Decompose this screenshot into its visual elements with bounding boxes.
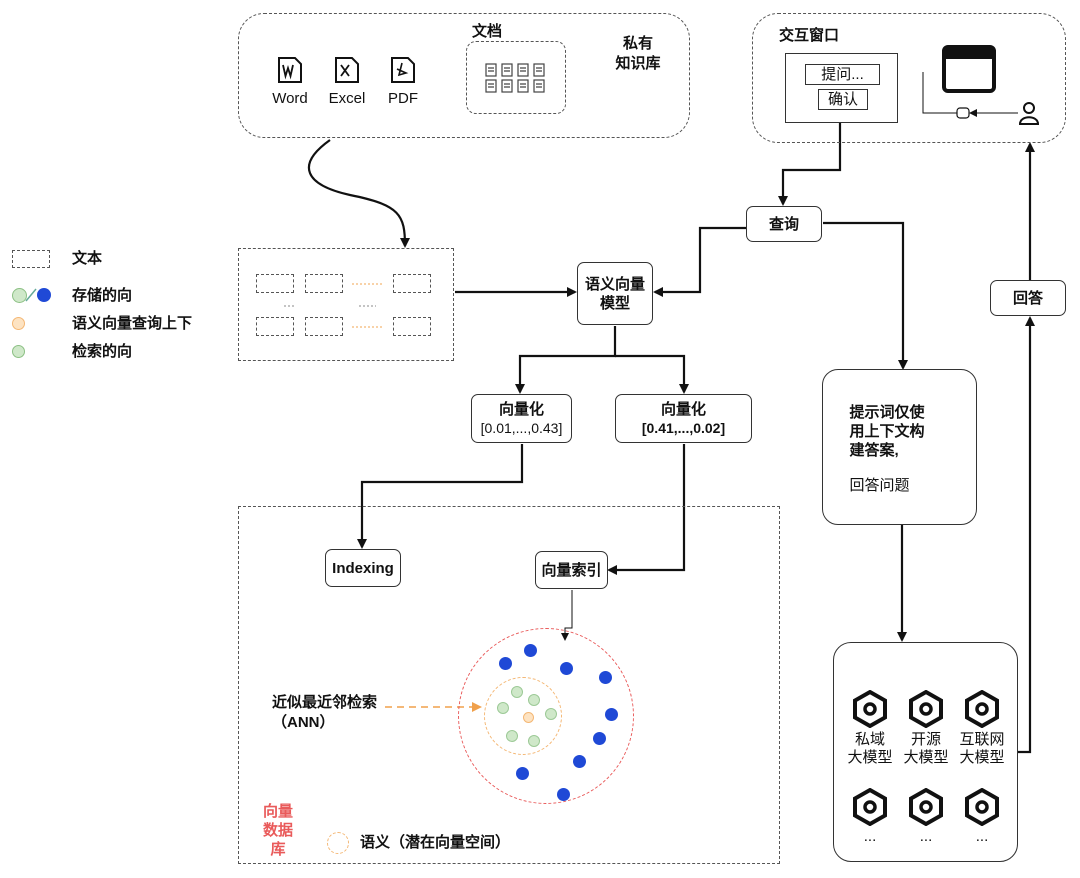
documents-icon <box>485 63 545 93</box>
text-chunk <box>256 274 294 293</box>
stored-vector-dot <box>557 788 570 801</box>
vectorization-title: 向量化 <box>660 400 706 418</box>
text-chunk <box>393 317 431 336</box>
ann-label: 近似最近邻检索 （ANN） <box>272 694 378 731</box>
prompt-sub-text: 回答问题 <box>849 477 910 494</box>
vectorization-title: 向量化 <box>498 400 544 418</box>
stored-vector-dot <box>560 662 573 675</box>
stored-vector-dot <box>524 644 537 657</box>
indexing-node: Indexing <box>325 549 401 587</box>
latent-space-circle <box>458 628 634 804</box>
vector-db-label: 向量 数据 库 <box>262 803 293 858</box>
text-chunk <box>393 274 431 293</box>
model-gear-icon <box>965 690 999 728</box>
prompt-main-text: 提示词仅使 用上下文构 建答案, <box>849 404 925 459</box>
interaction-form <box>785 53 898 123</box>
text-chunk <box>256 317 294 336</box>
model-more: ... <box>950 788 1014 846</box>
query-to-prompt-arrow <box>823 221 908 370</box>
legend-stored-swatch <box>12 287 52 303</box>
text-chunks-region <box>238 248 454 361</box>
legend-retrieved-label: 检索的向 <box>72 343 133 360</box>
legend-query-swatch <box>12 317 25 330</box>
model-to-vec-right-arrow <box>615 354 689 394</box>
model-label: 开源 大模型 <box>903 731 949 766</box>
prompt-box: 提示词仅使 用上下文构 建答案, 回答问题 <box>822 369 977 525</box>
stored-vector-dot <box>573 755 586 768</box>
retrieved-vector-dot <box>511 686 523 698</box>
model-more-label: ... <box>975 828 989 845</box>
stored-vector-dot <box>499 657 512 670</box>
docs-label: 文档 <box>472 23 503 40</box>
query-to-model-arrow <box>653 226 746 297</box>
retrieved-vector-dot <box>506 730 518 742</box>
legend-retrieved-swatch <box>12 345 25 358</box>
source-region <box>238 13 690 138</box>
excel-doc-icon <box>335 57 359 83</box>
file-type-label: Word <box>272 90 308 107</box>
file-type-label: PDF <box>388 90 418 107</box>
model-label: 私域 大模型 <box>847 731 893 766</box>
text-chunk <box>305 274 343 293</box>
semantic-space-label: 语义（潜在向量空间） <box>360 834 511 851</box>
model-open-source: 开源 大模型 <box>894 690 958 767</box>
docs-stack <box>466 41 566 114</box>
text-chunk <box>305 317 343 336</box>
pdf-doc-icon <box>391 57 415 83</box>
vector-db-region <box>238 506 780 864</box>
retrieved-vector-dot <box>497 702 509 714</box>
file-type-pdf: PDF <box>378 56 428 107</box>
answer-node: 回答 <box>990 280 1066 316</box>
semantic-space-swatch <box>327 832 349 854</box>
model-gear-icon <box>909 690 943 728</box>
semantic-vector-model: 语义向量 模型 <box>577 262 653 325</box>
confirm-button[interactable]: 确认 <box>818 89 868 110</box>
stored-vector-dot <box>599 671 612 684</box>
user-icon <box>1018 102 1040 125</box>
vectorization-values: [0.01,...,0.43] <box>480 419 563 436</box>
vectorization-left: 向量化 [0.01,...,0.43] <box>471 394 572 443</box>
model-private: 私域 大模型 <box>838 690 902 767</box>
stored-vector-dot <box>516 767 529 780</box>
model-gear-icon <box>853 690 887 728</box>
query-node: 查询 <box>746 206 822 242</box>
vectorization-values: [0.41,...,0.02] <box>641 419 726 436</box>
model-more: ... <box>838 788 902 846</box>
model-gear-icon <box>965 788 999 826</box>
stored-vector-dot <box>605 708 618 721</box>
legend-text-label: 文本 <box>72 250 103 267</box>
chunk-ellipsis-marks <box>284 283 382 328</box>
model-more: ... <box>894 788 958 846</box>
vector-index-node: 向量索引 <box>535 551 608 589</box>
legend-stored-label: 存储的向 <box>72 287 133 304</box>
query-neighborhood-circle <box>484 677 562 755</box>
interaction-title: 交互窗口 <box>779 27 840 44</box>
model-gear-icon <box>909 788 943 826</box>
file-type-label: Excel <box>328 90 366 107</box>
query-vector-dot <box>523 712 534 723</box>
word-doc-icon <box>278 57 302 83</box>
retrieved-vector-dot <box>528 735 540 747</box>
question-input[interactable]: 提问... <box>805 64 880 85</box>
retrieved-vector-dot <box>528 694 540 706</box>
retrieved-vector-dot <box>545 708 557 720</box>
app-window-icon <box>942 45 996 93</box>
stored-vector-dot <box>593 732 606 745</box>
chat-bubble-icon <box>956 107 970 119</box>
model-more-label: ... <box>863 828 877 845</box>
models-to-answer-arrow <box>1018 316 1035 754</box>
model-label: 互联网 大模型 <box>959 731 1005 766</box>
legend-query-label: 语义向量查询上下 <box>72 315 193 332</box>
vectorization-right: 向量化 [0.41,...,0.02] <box>615 394 752 443</box>
source-to-chunks-arrow <box>308 139 410 248</box>
file-type-excel: Excel <box>322 56 372 107</box>
interaction-region <box>752 13 1066 143</box>
model-more-label: ... <box>919 828 933 845</box>
model-to-vec-left-arrow <box>515 326 617 394</box>
model-internet: 互联网 大模型 <box>950 690 1014 767</box>
file-type-word: Word <box>265 56 315 107</box>
knowledge-base-label: 私有 知识库 <box>615 35 661 72</box>
model-gear-icon <box>853 788 887 826</box>
legend-text-swatch <box>12 250 50 268</box>
